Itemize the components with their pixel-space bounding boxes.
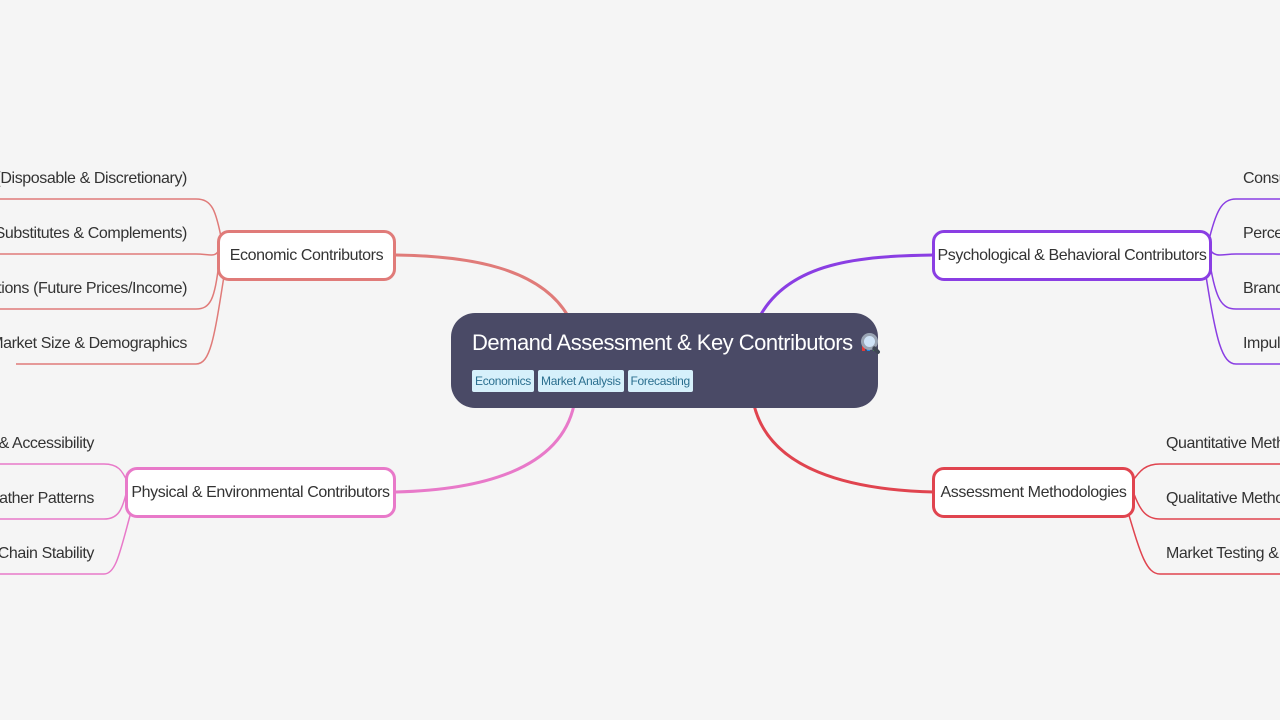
tag-forecasting[interactable]: Forecasting — [627, 370, 693, 392]
branch-assessment-methodologies[interactable]: Assessment Methodologies — [932, 467, 1135, 518]
root-node[interactable]: Demand Assessment & Key Contributors Eco… — [451, 313, 881, 408]
leaf-psychological-4[interactable]: Impuls — [1243, 335, 1280, 352]
branch-psychological-label: Psychological & Behavioral Contributors — [937, 246, 1207, 264]
tag-market-analysis[interactable]: Market Analysis — [538, 370, 624, 392]
leaf-assessment-1[interactable]: Quantitative Metho — [1166, 435, 1280, 452]
leaf-physical-1[interactable]: n & Accessibility — [0, 435, 94, 452]
link-root-physical — [395, 404, 576, 494]
leaf-economic-3[interactable]: ctations (Future Prices/Income) — [0, 280, 187, 297]
link-root-economic — [395, 253, 570, 317]
leaf-psychological-2[interactable]: Percei — [1243, 225, 1280, 242]
leaf-physical-2[interactable]: Weather Patterns — [0, 490, 94, 507]
leaf-psychological-3[interactable]: Brand — [1243, 280, 1280, 297]
root-tags: Economics Market Analysis Forecasting — [472, 370, 858, 392]
link-psychological-child-2 — [1209, 249, 1280, 256]
link-physical-child-1 — [0, 463, 129, 484]
leaf-assessment-2[interactable]: Qualitative Method — [1166, 490, 1280, 507]
link-assessment-child-3 — [1127, 511, 1280, 575]
leaf-economic-1[interactable]: els (Disposable & Discretionary) — [0, 170, 187, 187]
link-economic-child-2 — [0, 249, 220, 256]
leaf-economic-4[interactable]: Market Size & Demographics — [0, 335, 187, 352]
link-psychological-child-4 — [1205, 275, 1280, 365]
link-assessment-child-2 — [1133, 493, 1280, 520]
branch-psychological-behavioral[interactable]: Psychological & Behavioral Contributors — [932, 230, 1212, 281]
tag-economics[interactable]: Economics — [472, 370, 534, 392]
link-root-assessment — [752, 404, 935, 494]
branch-physical-environmental[interactable]: Physical & Environmental Contributors — [125, 467, 396, 518]
leaf-economic-2[interactable]: ds (Substitutes & Complements) — [0, 225, 187, 242]
branch-assessment-label: Assessment Methodologies — [940, 483, 1127, 501]
link-psychological-child-3 — [1209, 263, 1280, 310]
branch-physical-label: Physical & Environmental Contributors — [131, 483, 390, 501]
link-physical-child-3 — [0, 511, 132, 575]
leaf-psychological-1[interactable]: Consu — [1243, 170, 1280, 187]
link-assessment-child-1 — [1131, 463, 1280, 483]
link-psychological-child-1 — [1207, 198, 1280, 245]
leaf-physical-3[interactable]: y Chain Stability — [0, 545, 94, 562]
branch-economic-label: Economic Contributors — [229, 246, 384, 264]
root-title: Demand Assessment & Key Contributors — [472, 328, 881, 358]
branch-economic-contributors[interactable]: Economic Contributors — [217, 230, 396, 281]
link-economic-child-4 — [16, 275, 225, 365]
root-title-text: Demand Assessment & Key Contributors — [472, 330, 853, 355]
link-root-psychological — [758, 253, 935, 317]
link-physical-child-2 — [0, 493, 127, 520]
leaf-assessment-3[interactable]: Market Testing & Pi — [1166, 545, 1280, 562]
